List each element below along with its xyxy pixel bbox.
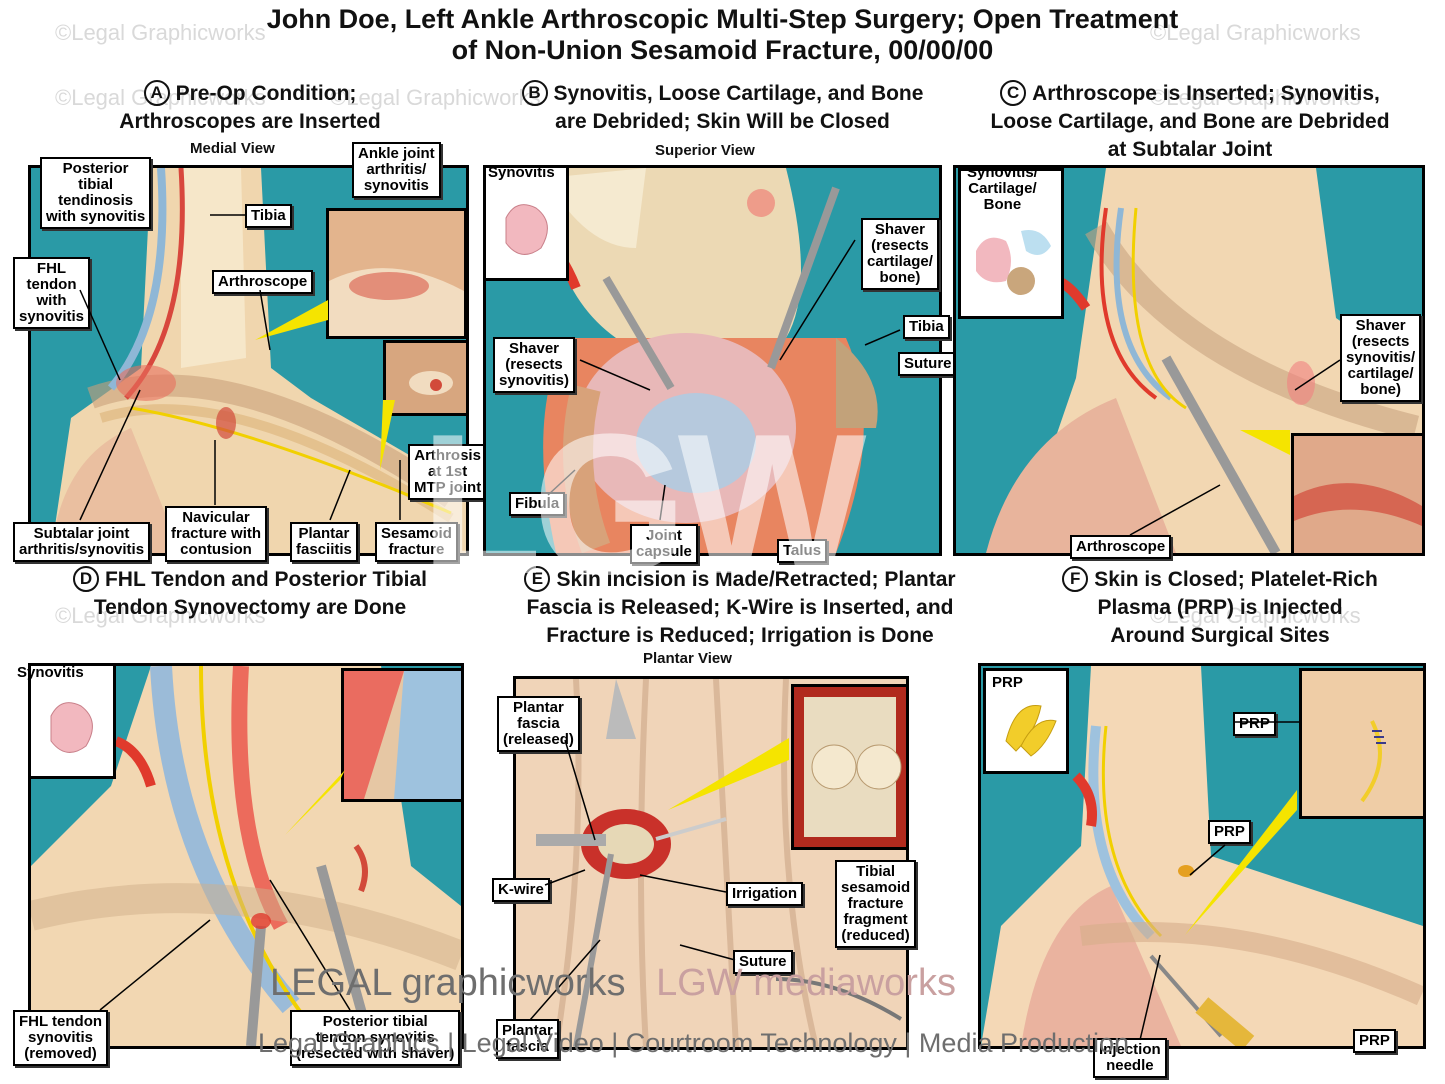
panel-c-title-line3: at Subtalar Joint <box>1107 138 1273 161</box>
panel-b-title-line2: are Debrided; Skin Will be Closed <box>555 110 890 133</box>
footer-brand-lgw: LGW mediaworks <box>656 962 956 1004</box>
panel-b-letter: B <box>521 80 548 106</box>
sesamoid-inset-e <box>791 684 906 850</box>
panel-b-title-line1: Synovitis, Loose Cartilage, and Bone <box>553 82 924 105</box>
panel-d-letter: D <box>72 566 99 592</box>
watermark: ©Legal Graphicworks <box>1150 20 1361 45</box>
label-fibula: Fibula <box>509 492 566 516</box>
panel-a-illustration <box>28 165 469 556</box>
watermark: ©Legal Graphicworks <box>55 20 266 45</box>
panel-f-title-line3: Around Surgical Sites <box>1110 624 1330 647</box>
panel-a-view: Medial View <box>190 140 275 157</box>
prp-inset-f <box>983 668 1069 774</box>
label-prp-site-1: PRP <box>1233 712 1276 736</box>
panel-d-title-line1: FHL Tendon and Posterior Tibial <box>104 568 428 591</box>
watermark: ©Legal Graphicworks <box>1150 603 1361 628</box>
label-joint-capsule: Joint capsule <box>630 524 698 564</box>
watermark: ©Legal Graphicworks <box>55 603 266 628</box>
label-ankle-joint-arthritis: Ankle joint arthritis/ synovitis <box>352 142 441 198</box>
panel-f-illustration <box>978 663 1426 1049</box>
label-posterior-tibial-tendinosis: Posterior tibial tendinosis with synovit… <box>40 157 152 229</box>
label-arthroscope-a: Arthroscope <box>212 270 314 294</box>
label-synovitis-cartilage-bone: Synovitis/ Cartilage/ Bone <box>967 164 1038 213</box>
label-tibia-b: Tibia <box>903 315 950 339</box>
label-fhl-tendon-synovitis: FHL tendon with synovitis <box>13 257 91 329</box>
prp-site-inset-f <box>1299 668 1423 819</box>
panel-e-title-line3: Fracture is Reduced; Irrigation is Done <box>546 624 934 647</box>
panel-f-letter: F <box>1062 566 1089 592</box>
ankle-medial-illustration <box>51 168 466 553</box>
watermark: ©Legal Graphicworks <box>330 85 541 110</box>
footer-brand-legal: LEGAL graphicworks <box>270 962 626 1004</box>
panel-f-title-line1: Skin is Closed; Platelet-Rich <box>1094 568 1378 591</box>
panel-c-title-line2: Loose Cartilage, and Bone are Debrided <box>990 110 1390 133</box>
label-subtalar-arthritis: Subtalar joint arthritis/synovitis <box>13 522 151 562</box>
label-prp-inset: PRP <box>992 674 1023 691</box>
synovitis-inset-b <box>486 168 569 281</box>
label-posterior-tibial-resected: Posterior tibial tendon synovitis (resec… <box>290 1010 461 1066</box>
panel-b-view: Superior View <box>655 142 755 159</box>
title-line-1: John Doe, Left Ankle Arthroscopic Multi-… <box>266 4 1179 34</box>
lgw-watermark-logo: LGW <box>420 393 867 616</box>
panel-e-letter: E <box>524 566 551 592</box>
label-sesamoid-fracture: Sesamoid fracture <box>375 522 458 562</box>
label-arthrosis-1st-mtp: Arthrosis at 1st MTP joint <box>408 444 488 500</box>
subtalar-joint-inset <box>1291 433 1422 553</box>
label-synovitis-b: Synovitis <box>488 164 555 181</box>
label-k-wire: K-wire <box>492 878 550 902</box>
label-suture-b: Suture <box>898 352 958 376</box>
watermark: ©Legal Graphicworks <box>1150 85 1361 110</box>
page-title: John Doe, Left Ankle Arthroscopic Multi-… <box>0 4 1445 66</box>
label-injection-needle: Injection needle <box>1093 1038 1167 1078</box>
synovitis-inset-d <box>31 666 116 779</box>
panel-a-title-line1: Pre-Op Condition; <box>175 82 357 105</box>
panel-a-title-line2: Arthroscopes are Inserted <box>119 110 381 133</box>
footer-tagline: Legal Graphics | Legal Video | Courtroom… <box>258 1028 1130 1058</box>
label-shaver-synovitis: Shaver (resects synovitis) <box>493 337 576 393</box>
label-plantar-fascia-released: Plantar fascia (released) <box>497 696 580 752</box>
label-plantar-fascia: Plantar fascia <box>496 1019 559 1059</box>
label-plantar-fasciitis: Plantar fasciitis <box>290 522 358 562</box>
label-arthroscope-c: Arthroscope <box>1070 535 1172 559</box>
panel-f-title-line2: Plasma (PRP) is Injected <box>1097 596 1343 619</box>
label-prp-site-3: PRP <box>1353 1029 1396 1053</box>
label-irrigation: Irrigation <box>726 882 804 906</box>
panel-a-letter: A <box>143 80 170 106</box>
panel-e-title-line1: Skin Incision is Made/Retracted; Plantar <box>556 568 956 591</box>
title-line-2: of Non-Union Sesamoid Fracture, 00/00/00 <box>451 35 994 65</box>
label-navicular-fracture: Navicular fracture with contusion <box>165 506 268 562</box>
panel-c-letter: C <box>1000 80 1027 106</box>
label-synovitis-d: Synovitis <box>17 664 84 681</box>
panel-c-title-line1: Arthroscope is Inserted; Synovitis, <box>1032 82 1380 105</box>
panel-e-view: Plantar View <box>643 650 732 667</box>
label-shaver-cartilage-bone: Shaver (resects cartilage/ bone) <box>861 218 939 290</box>
tendon-inset-d <box>341 668 461 802</box>
label-tibial-sesamoid-fragment: Tibial sesamoid fracture fragment (reduc… <box>835 860 917 948</box>
label-suture-e: Suture <box>733 950 793 974</box>
label-shaver-c: Shaver (resects synovitis/ cartilage/ bo… <box>1340 314 1422 402</box>
label-talus: Talus <box>777 539 828 563</box>
ankle-joint-inset <box>326 208 466 339</box>
mtp-joint-inset <box>383 340 466 416</box>
footer-brand: LEGAL graphicworks LGW mediaworks <box>270 962 956 1005</box>
label-prp-site-2: PRP <box>1208 820 1251 844</box>
debris-inset-c <box>958 168 1064 319</box>
panel-e-title-line2: Fascia is Released; K-Wire is Inserted, … <box>526 596 954 619</box>
label-fhl-tendon-removed: FHL tendon synovitis (removed) <box>13 1010 109 1066</box>
label-tibia-a: Tibia <box>245 204 292 228</box>
panel-d-title-line2: Tendon Synovectomy are Done <box>93 596 407 619</box>
